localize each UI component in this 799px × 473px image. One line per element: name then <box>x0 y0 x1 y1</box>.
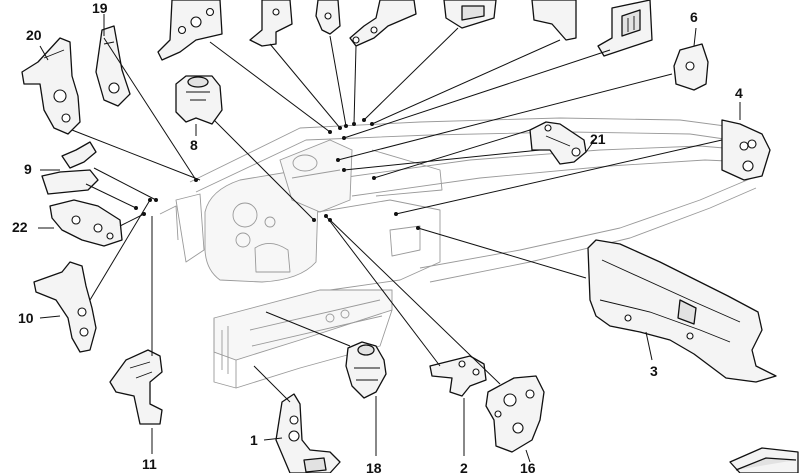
part-21-bracket <box>529 121 587 165</box>
callout-18: 18 <box>366 460 382 473</box>
part-19-bracket <box>95 25 131 107</box>
part-16-bracket <box>485 375 545 453</box>
part-18-mount <box>345 341 387 399</box>
callout-8: 8 <box>190 137 198 153</box>
callout-4: 4 <box>735 85 743 101</box>
callout-2: 2 <box>460 460 468 473</box>
part-20-bracket <box>21 37 81 135</box>
diagram-symbol-icon <box>729 447 799 473</box>
callout-20: 20 <box>26 27 42 43</box>
callout-10: 10 <box>18 310 34 326</box>
callout-19: 19 <box>92 0 108 16</box>
part-22-bracket <box>49 199 123 247</box>
part-9-bracket <box>41 141 99 195</box>
callout-22: 22 <box>12 219 28 235</box>
part-8-mount <box>175 75 223 125</box>
callout-21: 21 <box>590 131 606 147</box>
front-body-frame <box>159 117 757 389</box>
callout-1: 1 <box>250 432 258 448</box>
callout-11: 11 <box>142 456 157 472</box>
callout-3: 3 <box>650 363 658 379</box>
callout-labels: 19 20 8 6 4 21 9 22 10 11 1 18 2 16 3 <box>12 0 743 473</box>
part-3-panel <box>587 239 777 383</box>
part-6-bracket <box>673 43 709 91</box>
leader-lines <box>38 14 741 463</box>
callout-16: 16 <box>520 460 536 473</box>
part-1-bracket <box>275 393 341 473</box>
callout-9: 9 <box>24 161 32 177</box>
part-4-bracket <box>721 119 771 181</box>
part-11-bracket <box>109 349 163 425</box>
part-10-bracket <box>33 261 97 353</box>
top-bracket-parts <box>157 0 653 61</box>
part-2-bracket <box>429 355 487 397</box>
leader-endpoints <box>134 118 420 230</box>
callout-6: 6 <box>690 9 698 25</box>
